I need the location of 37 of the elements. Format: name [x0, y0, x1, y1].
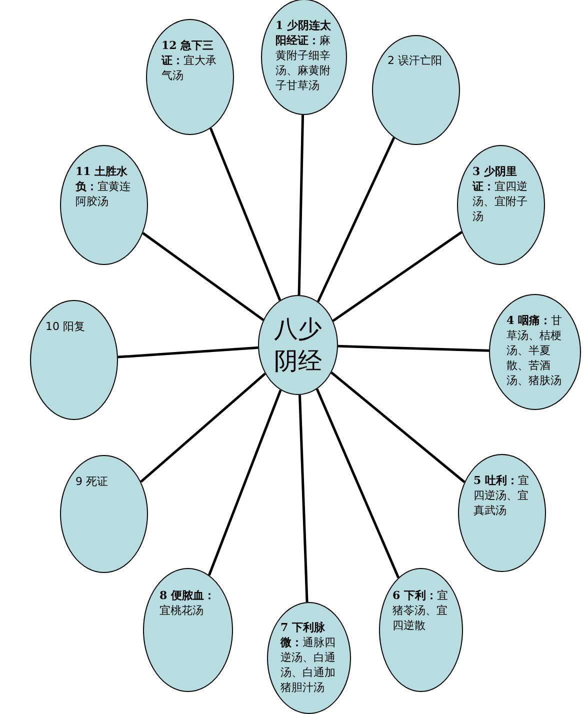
center-ellipse — [258, 295, 338, 395]
topic-text: 3 少阴里证：宜四逆汤、宜附子汤 — [472, 164, 528, 224]
topic-text: 1 少阴连太阳经证：麻黄附子细辛汤、麻黄附子甘草汤 — [276, 18, 332, 93]
topic-ellipse — [379, 568, 463, 692]
topic-text: 4 咽痛：甘草汤、桔梗汤、半夏散、苦酒汤、猪肤汤 — [506, 313, 563, 388]
connector-line — [118, 346, 258, 358]
topic-ellipse — [372, 35, 460, 145]
connector-line — [316, 137, 396, 302]
topic-text: 11 土胜水负：宜黄连阿胶汤 — [76, 164, 132, 209]
topic-text: 7 下利脉微：通脉四逆汤、白通汤、白通加猪胆汁汤 — [280, 620, 336, 695]
topic-ellipse — [146, 19, 234, 135]
connector-line — [209, 128, 282, 301]
topic-text: 8 便脓血：宜桃花汤 — [160, 588, 216, 618]
topic-ellipse — [143, 568, 233, 692]
topic-ellipse — [267, 602, 351, 714]
connector-line — [140, 372, 266, 483]
topic-text: 6 下利：宜猪苓汤、宜四逆散 — [392, 588, 449, 633]
connector-line — [330, 372, 466, 484]
topic-text: 9 死证 — [76, 474, 109, 489]
connector-line — [316, 388, 400, 578]
center-title: 八少阴经 — [273, 314, 323, 377]
topic-ellipse — [30, 300, 118, 420]
connector-line — [298, 394, 308, 602]
topic-ellipse — [458, 454, 546, 572]
topic-ellipse — [60, 145, 148, 265]
topic-ellipse — [60, 455, 148, 573]
topic-text: 5 吐利：宜四逆汤、宜真武汤 — [474, 473, 530, 518]
connector-line — [208, 390, 282, 576]
connector-line — [142, 232, 264, 322]
topic-text: 10 阳复 — [46, 319, 86, 334]
connector-line — [332, 231, 462, 322]
topic-text: 12 急下三证：宜大承气汤 — [162, 38, 218, 83]
topic-ellipse — [457, 145, 545, 265]
connector-line — [338, 344, 490, 352]
topic-text: 2 误汗亡阳 — [388, 53, 443, 68]
topic-ellipse — [489, 294, 581, 410]
connector-line — [298, 114, 304, 296]
